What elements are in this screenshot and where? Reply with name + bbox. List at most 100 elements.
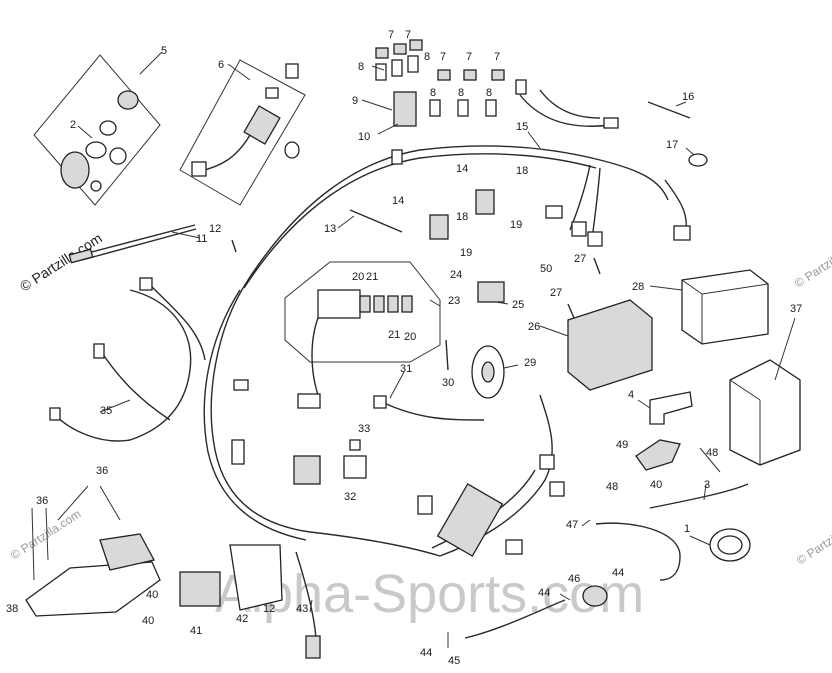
fuse-box-part (317, 289, 361, 319)
callout-50: 50 (540, 263, 552, 275)
callout-labels: 5 2 6 7 7 7 7 7 8 8 8 8 8 9 10 11 12 12 … (6, 29, 802, 667)
harness-connector (549, 481, 565, 497)
callout-19: 19 (510, 219, 522, 231)
sensor-boot (284, 141, 300, 159)
fuse-holder-part (429, 99, 441, 117)
fuse-holder-part (457, 99, 469, 117)
callout-8: 8 (430, 87, 436, 99)
callout-26: 26 (528, 321, 540, 333)
brand-watermark-faint-bottom-right: © Partzilla.com (794, 512, 832, 568)
fuse-part (359, 295, 371, 313)
regulator-part (567, 299, 653, 391)
callout-33: 33 (358, 423, 370, 435)
callout-44: 44 (420, 647, 432, 659)
harness-junction-boot (436, 483, 504, 557)
callout-16: 16 (682, 91, 694, 103)
flasher-relay-part (343, 455, 367, 479)
relay-part (475, 189, 495, 215)
callout-40: 40 (146, 589, 158, 601)
callout-2: 2 (70, 119, 76, 131)
callout-7: 7 (466, 51, 472, 63)
callout-49: 49 (616, 439, 628, 451)
callout-17: 17 (666, 139, 678, 151)
fuse-part (401, 295, 413, 313)
dealer-watermark: Alpha-Sports.com (215, 564, 644, 624)
callout-38: 38 (6, 603, 18, 615)
callout-20: 20 (352, 271, 364, 283)
callout-7: 7 (440, 51, 446, 63)
callout-18: 18 (456, 211, 468, 223)
callout-36: 36 (36, 495, 48, 507)
callout-36: 36 (96, 465, 108, 477)
fuse-relay-group (375, 39, 505, 127)
harness-connector (571, 221, 587, 237)
callout-44: 44 (538, 587, 550, 599)
callout-30: 30 (442, 377, 454, 389)
fuse-holder-part (485, 99, 497, 117)
callout-48: 48 (706, 447, 718, 459)
lead-connector (139, 277, 153, 291)
callout-4: 4 (628, 389, 634, 401)
washer-part (85, 141, 107, 159)
washer-part (99, 120, 117, 136)
harness-connector (505, 539, 523, 555)
flasher-part (293, 455, 321, 485)
harness-connector (231, 439, 245, 465)
callout-40: 40 (650, 479, 662, 491)
harness-connector (545, 205, 563, 219)
fuse-part (491, 69, 505, 81)
key-part (90, 180, 102, 192)
fuse-part (387, 295, 399, 313)
relay-part (429, 214, 449, 240)
callout-42: 42 (236, 613, 248, 625)
clamp-ring-inner (717, 535, 743, 555)
callout-25: 25 (512, 299, 524, 311)
harness-connector (515, 79, 527, 95)
fuse-holder-part (375, 63, 387, 81)
fuse-holder-part (407, 55, 419, 73)
callout-11: 11 (196, 233, 207, 245)
relay-cap (349, 439, 361, 451)
brand-watermark-faint-left: © Partzilla.com (8, 507, 83, 563)
callout-48: 48 (606, 481, 618, 493)
nut-part (117, 90, 139, 110)
sensor-switch-part (243, 105, 281, 145)
brand-watermark-faint-right: © Partzilla.com (792, 235, 832, 291)
harness-connector (603, 117, 619, 129)
callout-12: 12 (209, 223, 221, 235)
lead-terminal (373, 395, 387, 409)
fuse-part (393, 43, 407, 55)
callout-19: 19 (460, 247, 472, 259)
battery-holder-part (729, 359, 801, 466)
callout-44: 44 (612, 567, 624, 579)
callout-7: 7 (405, 29, 411, 41)
callout-46: 46 (568, 573, 580, 585)
fuse-box-connector (297, 393, 321, 409)
callout-28: 28 (632, 281, 644, 293)
callout-32: 32 (344, 491, 356, 503)
callout-35: 35 (100, 405, 112, 417)
callout-37: 37 (790, 303, 802, 315)
misc-parts (25, 101, 801, 659)
callout-14: 14 (456, 163, 468, 175)
ignition-coil-part (179, 571, 221, 607)
starter-relay-part (477, 281, 505, 303)
callout-31: 31 (400, 363, 412, 375)
fuse-part (375, 47, 389, 59)
fuse-part (437, 69, 451, 81)
valve-part (582, 585, 608, 607)
callout-41: 41 (190, 625, 202, 637)
brand-watermark: © Partzilla.com (17, 230, 105, 295)
harness-connector (539, 454, 555, 470)
ignition-switch-group (33, 54, 161, 206)
callout-9: 9 (352, 95, 358, 107)
callout-12: 12 (263, 603, 275, 615)
callout-47: 47 (566, 519, 578, 531)
callout-6: 6 (218, 59, 224, 71)
callout-15: 15 (516, 121, 528, 133)
harness-connector (673, 225, 691, 241)
sensor-switch-group (179, 59, 306, 206)
callout-24: 24 (450, 269, 462, 281)
